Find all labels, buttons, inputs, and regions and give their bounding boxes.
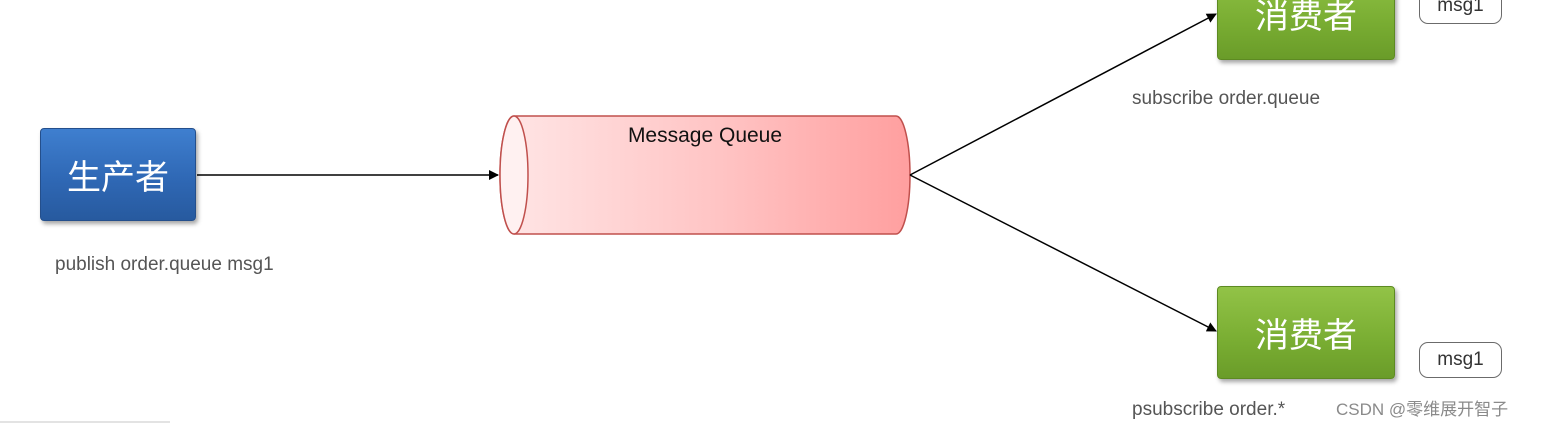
message-queue-cylinder <box>499 115 911 235</box>
arrow-queue-to-consumer-bottom <box>909 174 1217 332</box>
message-badge-top: msg1 <box>1419 0 1502 24</box>
queue-label: Message Queue <box>627 124 783 147</box>
producer-caption: publish order.queue msg1 <box>55 254 274 275</box>
consumer-bottom-caption: psubscribe order.* <box>1132 399 1286 420</box>
message-badge-bottom: msg1 <box>1419 342 1502 378</box>
bottom-divider <box>0 421 170 423</box>
producer-label: 生产者 <box>67 158 169 198</box>
queue-left-cap <box>499 115 529 235</box>
consumer-node-bottom: 消费者 <box>1217 286 1395 379</box>
consumer-top-caption: subscribe order.queue <box>1132 88 1321 109</box>
consumer-bottom-label: 消费者 <box>1255 316 1357 356</box>
csdn-watermark: CSDN @零维展开智子 <box>1336 400 1509 419</box>
arrow-queue-to-consumer-top <box>909 13 1217 176</box>
consumer-top-label: 消费者 <box>1255 0 1357 37</box>
consumer-node-top: 消费者 <box>1217 0 1395 60</box>
producer-node: 生产者 <box>40 128 196 221</box>
